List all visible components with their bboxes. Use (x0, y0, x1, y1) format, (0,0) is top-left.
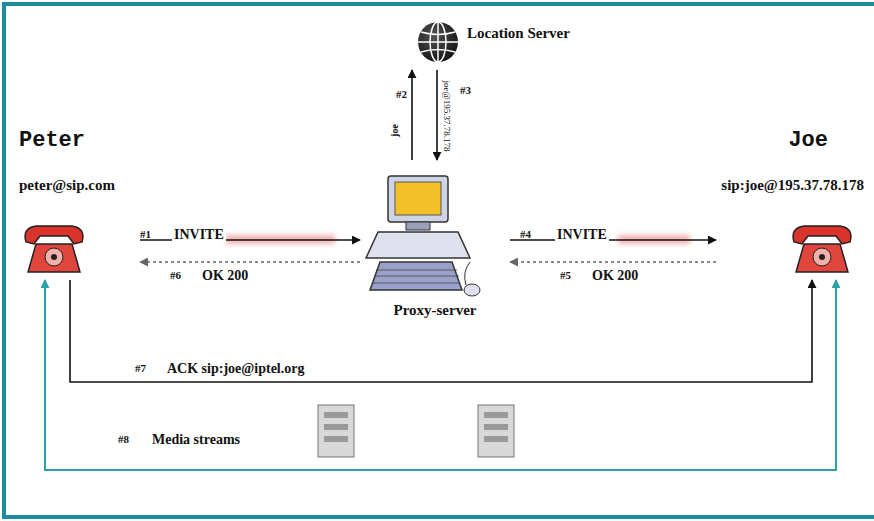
sip-message-arrow (411, 70, 413, 160)
callout-number: #3 (460, 84, 471, 96)
callout-number: #7 (135, 362, 146, 374)
sip-message-arrow (140, 261, 360, 263)
phone-icon (793, 226, 851, 272)
message-label: joe@195.37.78.178 (442, 78, 452, 153)
frame (4, 4, 874, 517)
media-server-icon (318, 405, 514, 457)
sip-address: peter@sip.com (15, 153, 140, 194)
callout-number: #6 (170, 269, 181, 281)
callout-number: #8 (118, 433, 129, 445)
message-label: ACK sip:joe@iptel.org (165, 361, 306, 377)
location-server: Location Server (405, 15, 574, 70)
callee-phone: Joesip:joe@195.37.78.178 (716, 128, 866, 280)
message-label: INVITE (172, 227, 226, 243)
node-name: Proxy-server (360, 160, 510, 319)
message-label: OK 200 (200, 268, 250, 284)
message-label: Media streams (150, 432, 242, 448)
callout-number: #2 (396, 88, 407, 100)
message-label: OK 200 (590, 268, 640, 284)
sip-message-arrow (436, 70, 438, 160)
sip-message-arrow (70, 280, 812, 382)
sip-message-arrow (510, 239, 716, 241)
message-label: INVITE (555, 227, 609, 243)
callout-number: #5 (560, 269, 571, 281)
node-name: Joe (716, 128, 866, 153)
callout-number: #1 (140, 228, 151, 240)
node-name: Location Server (405, 15, 574, 42)
message-label: joe (389, 122, 400, 139)
proxy-server: Proxy-server (360, 160, 510, 340)
phone-icon (25, 226, 83, 272)
caller-phone: Peterpeter@sip.com (15, 128, 140, 280)
callout-number: #4 (520, 228, 531, 240)
node-name: Peter (15, 128, 140, 153)
sip-address: sip:joe@195.37.78.178 (716, 153, 866, 194)
computer-icon (366, 176, 480, 296)
sip-message-arrow (510, 261, 716, 263)
globe-icon (418, 22, 458, 62)
